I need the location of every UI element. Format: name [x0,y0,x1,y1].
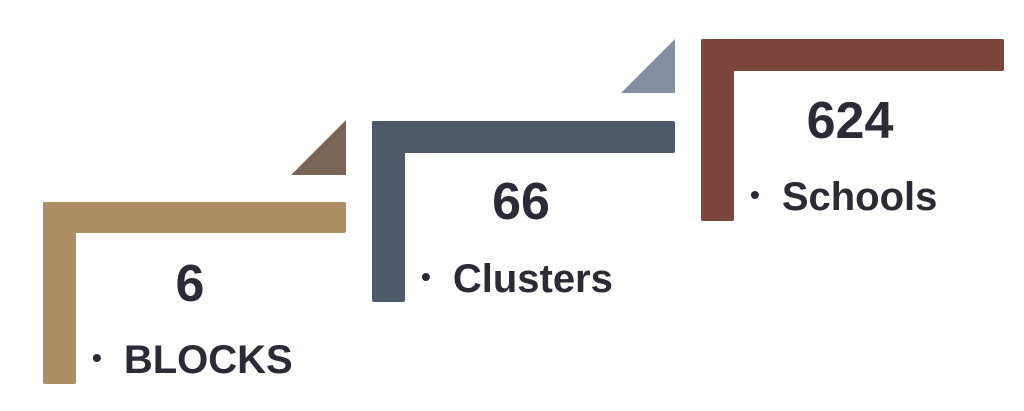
schools-bracket-top [701,39,1004,71]
connector-triangle-1 [291,120,346,175]
blocks-bracket-top [43,202,346,233]
schools-bracket-side [701,39,734,221]
blocks-label-row: • BLOCKS [92,340,293,380]
clusters-bracket-top [372,121,675,153]
blocks-count: 6 [175,255,205,313]
schools-count: 624 [806,92,894,150]
blocks-label: BLOCKS [123,338,293,382]
blocks-bullet: • [92,342,102,373]
clusters-label-row: • Clusters [421,259,613,299]
schools-label: Schools [781,175,938,219]
blocks-bracket-side [43,202,76,384]
clusters-label: Clusters [452,257,613,301]
clusters-bullet: • [421,261,431,292]
schools-label-row: • Schools [750,177,937,217]
connector-triangle-2 [621,39,675,93]
clusters-bracket-side [372,121,405,302]
clusters-count: 66 [492,173,550,231]
schools-bullet: • [750,179,760,210]
